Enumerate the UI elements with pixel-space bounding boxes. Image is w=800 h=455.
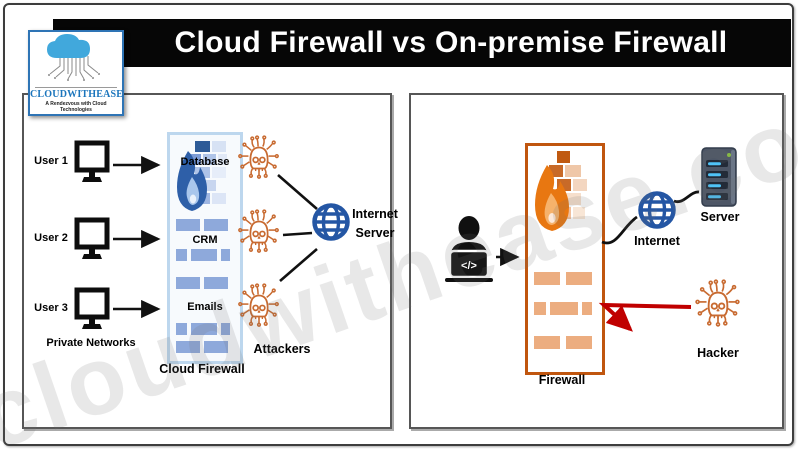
cloud-firewall-panel: User 1 User 2 User 3 Private Networks bbox=[22, 93, 398, 429]
user3-label: User 3 bbox=[34, 302, 68, 314]
page-title: Cloud Firewall vs On-premise Firewall bbox=[174, 26, 728, 59]
outer-frame bbox=[3, 3, 794, 446]
service-database-label: Database bbox=[180, 156, 230, 168]
internet-label: Internet bbox=[634, 234, 680, 248]
brick bbox=[550, 302, 578, 315]
server-icon bbox=[701, 147, 737, 207]
logo-name: CLOUDWITHEASE bbox=[30, 89, 124, 100]
brick bbox=[176, 249, 187, 261]
brick bbox=[204, 341, 228, 353]
brand-logo: CLOUDWITHEASE A Rendezvous with Cloud Te… bbox=[28, 30, 124, 116]
monitor-icon bbox=[74, 287, 110, 329]
attackers-label: Attackers bbox=[253, 342, 311, 356]
cloud-firewall-label: Cloud Firewall bbox=[159, 362, 245, 376]
user1-label: User 1 bbox=[34, 155, 68, 167]
brick bbox=[204, 219, 228, 231]
internet-globe-icon bbox=[638, 191, 676, 229]
laptop-code-glyph: </> bbox=[461, 260, 477, 272]
brick bbox=[534, 336, 560, 349]
blocked-attack-arrow bbox=[598, 302, 692, 332]
brick bbox=[221, 323, 230, 335]
brick bbox=[191, 249, 217, 261]
attacker-virus-icon bbox=[238, 209, 279, 253]
service-emails-label: Emails bbox=[187, 301, 223, 313]
internet-globe-icon bbox=[312, 203, 350, 241]
onprem-firewall-panel: </> bbox=[409, 93, 784, 429]
user-laptop-icon: </> bbox=[445, 216, 493, 282]
title-banner: Cloud Firewall vs On-premise Firewall bbox=[53, 19, 791, 67]
logo-divider bbox=[35, 87, 117, 88]
hacker-virus-icon bbox=[695, 279, 740, 327]
brick bbox=[566, 272, 592, 285]
private-networks-label: Private Networks bbox=[46, 337, 136, 349]
brick bbox=[191, 323, 217, 335]
brick bbox=[221, 249, 230, 261]
brick bbox=[176, 219, 200, 231]
brick bbox=[176, 323, 187, 335]
server-label: Server bbox=[700, 210, 740, 224]
logo-tagline: A Rendezvous with Cloud Technologies bbox=[45, 101, 107, 113]
monitor-icon bbox=[74, 140, 110, 182]
brick bbox=[582, 302, 592, 315]
attacker-virus-icon bbox=[238, 135, 279, 179]
brick bbox=[176, 341, 200, 353]
cloud-firewall-box: Database CRM Emails bbox=[167, 132, 243, 364]
onprem-firewall-box bbox=[525, 143, 605, 375]
attacker-virus-icon bbox=[238, 283, 279, 327]
service-crm-label: CRM bbox=[192, 234, 218, 246]
firewall-flame-wall-icon bbox=[535, 151, 587, 231]
brick bbox=[566, 336, 592, 349]
brick bbox=[534, 302, 546, 315]
hacker-label: Hacker bbox=[697, 346, 739, 360]
cloud-shape bbox=[47, 34, 90, 58]
cloud-circuit-icon bbox=[47, 34, 100, 81]
monitor-icon bbox=[74, 217, 110, 259]
user2-label: User 2 bbox=[34, 232, 68, 244]
firewall-flame-wall-icon bbox=[177, 141, 227, 211]
brick bbox=[534, 272, 560, 285]
internet-server-label: Internet Server bbox=[352, 207, 398, 240]
brick bbox=[204, 277, 228, 289]
brick bbox=[176, 277, 200, 289]
firewall-label: Firewall bbox=[538, 373, 586, 387]
